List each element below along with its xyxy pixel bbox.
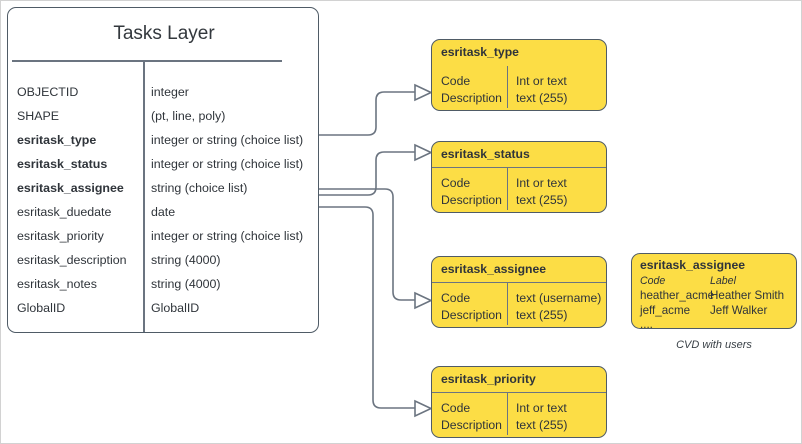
- tasks-layer-entity[interactable]: Tasks Layer OBJECTID integer SHAPE (pt, …: [7, 7, 319, 333]
- cvd-code-column: Code heather_acme jeff_acme ....: [640, 274, 714, 333]
- lookup-codes: Code Description: [441, 401, 502, 432]
- connector-status: [319, 151, 415, 196]
- field-name: esritask_assignee: [17, 181, 124, 196]
- connector-assignee: [319, 188, 415, 301]
- field-type: integer or string (choice list): [151, 133, 304, 148]
- field-row[interactable]: esritask_status integer or string (choic…: [8, 152, 320, 177]
- lookup-codes: Code Description: [441, 74, 502, 105]
- field-type: integer: [151, 85, 189, 100]
- lookup-title-divider: [432, 282, 606, 284]
- arrowhead-priority: [414, 399, 433, 418]
- lookup-title: esritask_type: [441, 45, 519, 59]
- field-row[interactable]: esritask_notes string (4000): [8, 272, 320, 297]
- lookup-title-divider: [432, 392, 606, 394]
- lookup-table-esritask-type[interactable]: esritask_type Code Description Int or te…: [431, 39, 607, 111]
- tasks-layer-title: Tasks Layer: [113, 23, 215, 44]
- field-row[interactable]: esritask_description string (4000): [8, 248, 320, 273]
- field-type: string (4000): [151, 277, 221, 292]
- lookup-table-esritask-priority[interactable]: esritask_priority Code Description Int o…: [431, 366, 607, 438]
- lookup-table-esritask-status[interactable]: esritask_status Code Description Int or …: [431, 141, 607, 213]
- field-name: SHAPE: [17, 109, 60, 124]
- lookup-column-divider: [507, 66, 509, 108]
- field-type: GlobalID: [151, 301, 200, 316]
- cvd-caption: CVD with users: [676, 339, 752, 351]
- tasks-layer-header-divider: [12, 60, 282, 62]
- field-name: esritask_description: [17, 253, 127, 268]
- field-name: OBJECTID: [17, 85, 79, 100]
- field-name: esritask_duedate: [17, 205, 112, 220]
- field-type: string (choice list): [151, 181, 248, 196]
- field-row[interactable]: GlobalID GlobalID: [8, 296, 320, 321]
- lookup-title-divider: [432, 167, 606, 169]
- connector-priority: [319, 206, 415, 409]
- lookup-types: Int or text text (255): [516, 74, 568, 105]
- field-type: date: [151, 205, 176, 220]
- cvd-sample-values-box[interactable]: esritask_assignee Code heather_acme jeff…: [631, 253, 797, 331]
- cvd-code-values: heather_acme jeff_acme ....: [640, 288, 715, 332]
- arrowhead-assignee: [414, 291, 433, 310]
- cvd-label-column: Label Heather Smith Jeff Walker: [710, 274, 784, 318]
- connector-type: [319, 91, 415, 136]
- lookup-table-esritask-assignee[interactable]: esritask_assignee Code Description text …: [431, 256, 607, 328]
- lookup-codes: Code Description: [441, 176, 502, 207]
- lookup-types: Int or text text (255): [516, 176, 568, 207]
- field-row[interactable]: esritask_assignee string (choice list): [8, 176, 320, 201]
- arrowhead-status: [414, 143, 433, 162]
- field-row[interactable]: esritask_duedate date: [8, 200, 320, 225]
- field-type: integer or string (choice list): [151, 229, 304, 244]
- field-row[interactable]: SHAPE (pt, line, poly): [8, 104, 320, 129]
- arrowhead-type: [414, 83, 433, 102]
- field-name: esritask_priority: [17, 229, 104, 244]
- field-name: esritask_notes: [17, 277, 97, 292]
- tasks-layer-column-divider: [143, 61, 145, 332]
- field-type: string (4000): [151, 253, 221, 268]
- lookup-title: esritask_priority: [441, 372, 536, 386]
- field-row[interactable]: esritask_priority integer or string (cho…: [8, 224, 320, 249]
- field-name: esritask_type: [17, 133, 97, 148]
- lookup-title: esritask_assignee: [441, 262, 547, 276]
- lookup-types: Int or text text (255): [516, 401, 568, 432]
- cvd-label-values: Heather Smith Jeff Walker: [710, 288, 785, 317]
- lookup-column-divider: [507, 168, 509, 210]
- lookup-types: text (username) text (255): [516, 291, 602, 322]
- field-row[interactable]: esritask_type integer or string (choice …: [8, 128, 320, 153]
- lookup-column-divider: [507, 393, 509, 435]
- field-type: (pt, line, poly): [151, 109, 226, 124]
- field-type: integer or string (choice list): [151, 157, 304, 172]
- lookup-title: esritask_status: [441, 147, 530, 161]
- cvd-label-header: Label: [710, 275, 736, 287]
- cvd-code-header: Code: [640, 275, 666, 287]
- cvd-title: esritask_assignee: [640, 258, 746, 272]
- field-name: esritask_status: [17, 157, 108, 172]
- lookup-column-divider: [507, 283, 509, 325]
- field-name: GlobalID: [17, 301, 66, 316]
- field-row[interactable]: OBJECTID integer: [8, 80, 320, 105]
- lookup-codes: Code Description: [441, 291, 502, 322]
